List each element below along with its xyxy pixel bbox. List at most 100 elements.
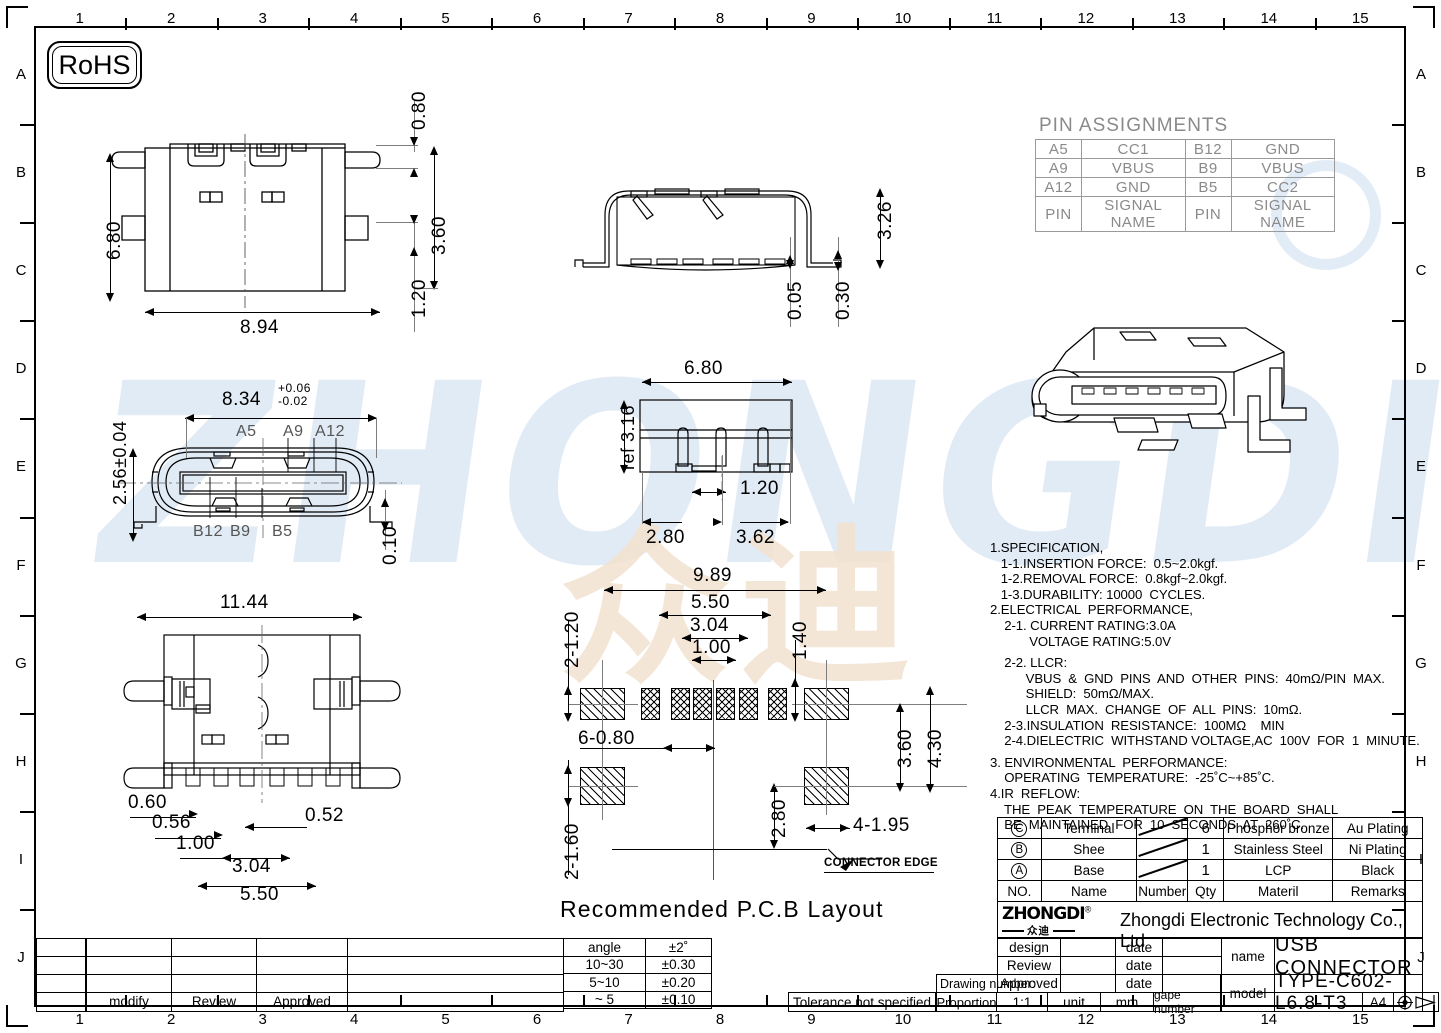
bottom-view-drawing <box>123 625 401 803</box>
isometric-3d-view <box>1031 327 1307 453</box>
pin-cell: VBUS <box>1230 158 1335 178</box>
pin-cell: A9 <box>1035 158 1082 178</box>
grid-col-4: 4 <box>349 10 359 27</box>
grid-col-14: 14 <box>1260 1011 1278 1028</box>
grid-col-8: 8 <box>715 10 725 27</box>
pin-cell: GND <box>1081 177 1186 197</box>
design-value[interactable] <box>1060 938 1116 957</box>
front-view-drawing <box>118 438 402 538</box>
review-date-label: date <box>1115 956 1163 975</box>
sheet-size: A4 <box>1362 992 1394 1012</box>
pcb-dim-2-1-60: 2-1.60 <box>562 823 583 880</box>
grid-col-10: 10 <box>894 10 912 27</box>
grid-col-4: 4 <box>349 1011 359 1028</box>
spec-line-13: 2-4.DIELECTRIC WITHSTAND VOLTAGE,AC 100V… <box>990 733 1420 749</box>
spec-line-18: THE PEAK TEMPERATURE ON THE BOARD SHALL <box>990 801 1339 817</box>
spec-line-9: VBUS & GND PINS AND OTHER PINS: 40mΩ/PIN… <box>990 670 1385 686</box>
product-name: USB CONNECTOR <box>1274 934 1423 979</box>
grid-col-6: 6 <box>532 1011 542 1028</box>
grid-col-12: 12 <box>1077 1011 1095 1028</box>
grid-row-E: E <box>1415 458 1426 476</box>
gape-number-label: gape number <box>1153 988 1221 1016</box>
grid-col-9: 9 <box>807 10 816 27</box>
dim-8-34: 8.34 <box>222 389 261 410</box>
pcb-dim-2-1-20: 2-1.20 <box>562 611 583 668</box>
pin-cell: CC2 <box>1230 177 1335 197</box>
tolerance-row: angle±2˚ <box>563 938 712 957</box>
pcb-pad-signal-4 <box>716 688 735 720</box>
dim-3-62: 3.62 <box>736 527 775 548</box>
grid-row-I: I <box>18 850 24 868</box>
dim-bottom-5-50: 5.50 <box>240 884 279 905</box>
modify-col-sep-3 <box>171 938 257 1012</box>
pin-label-a12: A12 <box>315 423 345 440</box>
pin-label-b5: B5 <box>272 523 293 540</box>
material-qty: 1 <box>1187 838 1225 860</box>
dim-3-60: 3.60 <box>429 216 450 255</box>
material-no: C <box>997 817 1042 839</box>
dim-6-80: 6.80 <box>104 221 125 260</box>
spec-line-2: 1-2.REMOVAL FORCE: 0.8kgf~2.0kgf. <box>990 571 1228 587</box>
specification-block: 1.SPECIFICATION, 1-1.INSERTION FORCE: 0.… <box>990 540 1420 833</box>
grid-row-J: J <box>17 948 25 966</box>
pin-label-a5: A5 <box>236 423 257 440</box>
material-header: Qty <box>1187 880 1225 902</box>
dim-0-05: 0.05 <box>785 281 806 320</box>
grid-col-5: 5 <box>441 10 450 27</box>
tolerance-value: ±2˚ <box>645 938 712 957</box>
review-date-value[interactable] <box>1162 956 1222 975</box>
pcb-pad-signal-5 <box>739 688 758 720</box>
material-remarks: Au Plating <box>1332 817 1423 839</box>
grid-row-C: C <box>1415 262 1427 280</box>
review-value[interactable] <box>1060 956 1116 975</box>
pcb-layout-title: Recommended P.C.B Layout <box>560 896 884 922</box>
grid-col-7: 7 <box>624 10 633 27</box>
pin-cell: GND <box>1230 139 1335 159</box>
grid-col-12: 12 <box>1077 10 1095 27</box>
material-name: Shee <box>1040 838 1138 860</box>
material-header: Name <box>1040 880 1138 902</box>
tolerance-range: ~ 5 <box>563 990 646 1009</box>
material-remarks: Ni Plating <box>1332 838 1423 860</box>
grid-row-F: F <box>1416 556 1426 574</box>
dim-3-04: 3.04 <box>232 856 271 877</box>
top-view-drawing <box>111 134 381 308</box>
spec-line-3: 1-3.DURABILITY: 10000 CYCLES. <box>990 586 1206 602</box>
grid-row-B: B <box>15 164 26 182</box>
material-header: Number <box>1136 880 1189 902</box>
dim-0-80: 0.80 <box>409 91 430 130</box>
tolerance-range: 10~30 <box>563 955 646 974</box>
pin-cell: SIGNAL NAME <box>1081 196 1186 232</box>
grid-col-2: 2 <box>167 1011 176 1028</box>
design-date-value[interactable] <box>1162 938 1222 957</box>
logo-text: ZHONGDI <box>1002 904 1086 924</box>
pcb-dim-3-60: 3.60 <box>895 729 916 768</box>
material-number <box>1136 838 1189 860</box>
dim-end-1-20: 1.20 <box>740 478 779 499</box>
pcb-dim-3-04: 3.04 <box>690 615 729 636</box>
tolerance-value: ±0.30 <box>645 955 712 974</box>
spec-line-16: OPERATING TEMPERATURE: -25˚C~+85˚C. <box>990 770 1275 786</box>
grid-col-14: 14 <box>1260 10 1278 27</box>
spec-line-5: 2-1. CURRENT RATING:3.0A <box>990 617 1176 633</box>
pcb-pad-signal-1 <box>641 688 660 720</box>
dim-end-6-80: 6.80 <box>684 358 723 379</box>
grid-col-1: 1 <box>75 10 84 27</box>
pcb-dim-2-80: 2.80 <box>769 799 790 838</box>
spec-line-4: 2.ELECTRICAL PERFORMANCE, <box>990 602 1193 618</box>
grid-col-13: 13 <box>1168 1011 1186 1028</box>
dim-0-52: 0.52 <box>305 805 344 826</box>
gape-number-value[interactable] <box>1220 992 1363 1012</box>
pcb-pad-signal-6 <box>768 688 787 720</box>
grid-col-8: 8 <box>715 1011 725 1028</box>
material-number <box>1136 817 1189 839</box>
grid-col-3: 3 <box>258 1011 267 1028</box>
material-remarks: Black <box>1332 859 1423 881</box>
unit-label: unit <box>1047 992 1101 1012</box>
material-qty: 1 <box>1187 859 1225 881</box>
